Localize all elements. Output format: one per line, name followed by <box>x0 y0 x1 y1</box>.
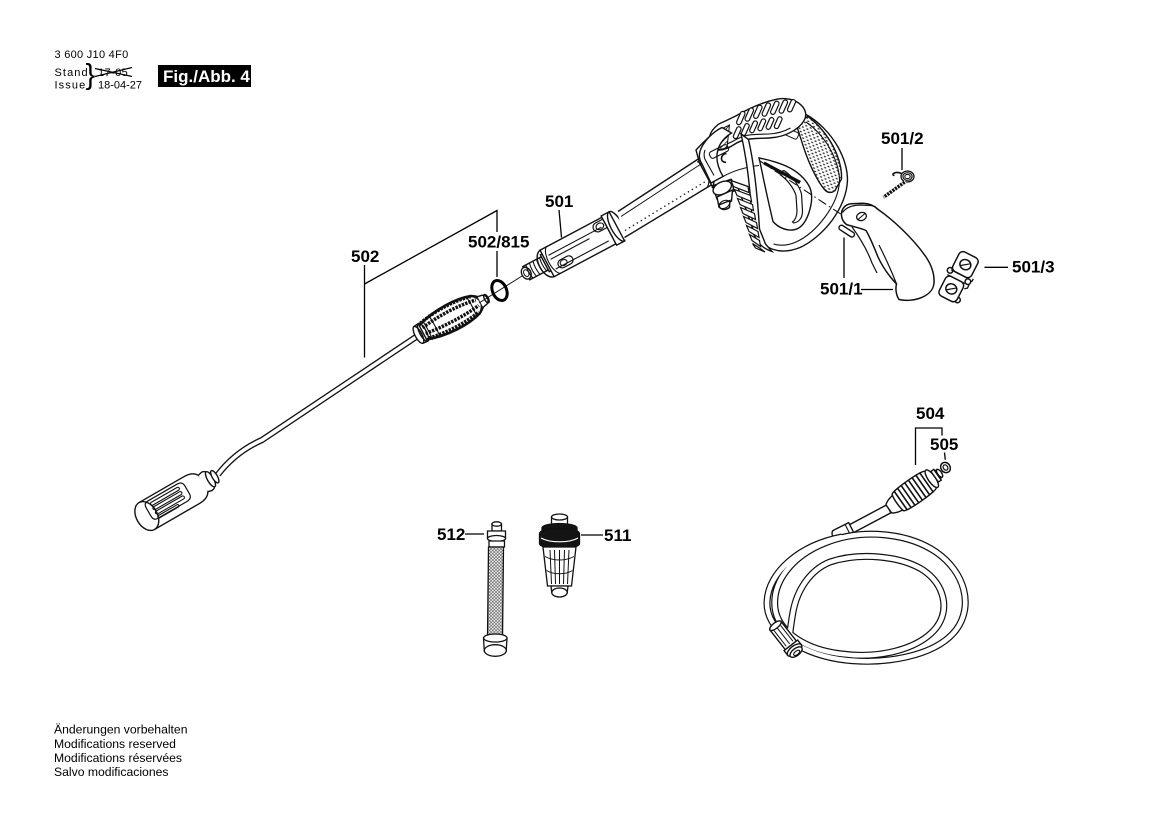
svg-text:Modifications reserved: Modifications reserved <box>54 737 176 751</box>
svg-text:502/815: 502/815 <box>468 233 529 252</box>
svg-text:Issue: Issue <box>55 80 87 92</box>
svg-text:Modifications réservées: Modifications réservées <box>54 751 182 765</box>
svg-text:504: 504 <box>916 404 945 423</box>
svg-text:}: } <box>86 59 96 91</box>
svg-text:502: 502 <box>351 247 379 266</box>
svg-text:512: 512 <box>437 525 465 544</box>
svg-text:501: 501 <box>545 192 573 211</box>
svg-text:Änderungen vorbehalten: Änderungen vorbehalten <box>54 723 188 737</box>
svg-text:Stand: Stand <box>55 67 89 79</box>
svg-text:18-04-27: 18-04-27 <box>98 80 142 92</box>
svg-text:Salvo modificaciones: Salvo modificaciones <box>54 765 168 779</box>
svg-text:3 600 J10 4F0: 3 600 J10 4F0 <box>55 49 129 61</box>
svg-text:511: 511 <box>604 526 631 545</box>
svg-text:501/3: 501/3 <box>1012 258 1055 277</box>
svg-text:Fig./Abb. 4: Fig./Abb. 4 <box>163 67 250 86</box>
svg-text:501/2: 501/2 <box>881 129 924 148</box>
svg-text:501/1: 501/1 <box>820 280 863 299</box>
svg-text:505: 505 <box>930 435 958 454</box>
